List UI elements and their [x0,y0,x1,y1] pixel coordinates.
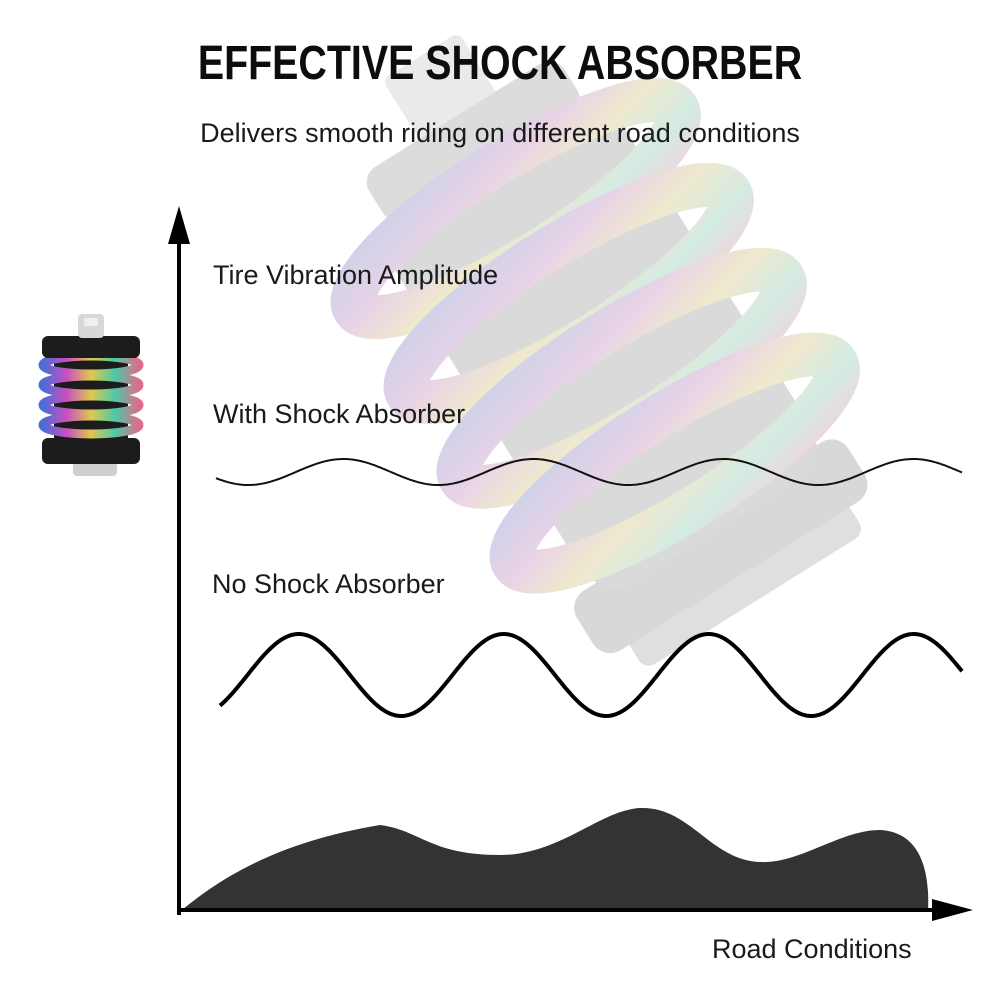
with-shock-absorber-label: With Shock Absorber [213,399,466,429]
page-title: EFFECTIVE SHOCK ABSORBER [197,37,803,90]
wave-with-shock-absorber [215,457,963,487]
y-axis-label: Tire Vibration Amplitude [213,260,499,290]
x-axis-arrowhead [932,899,973,921]
no-shock-absorber-label: No Shock Absorber [212,569,445,599]
page-subtitle: Delivers smooth riding on different road… [200,118,800,148]
wave-no-shock-absorber [218,631,964,719]
product-thumbnail-image [38,314,144,476]
road-profile-shape [182,807,929,910]
x-axis-label: Road Conditions [712,934,912,964]
background-shock-absorber-image [330,35,868,666]
y-axis-arrowhead [168,206,190,244]
